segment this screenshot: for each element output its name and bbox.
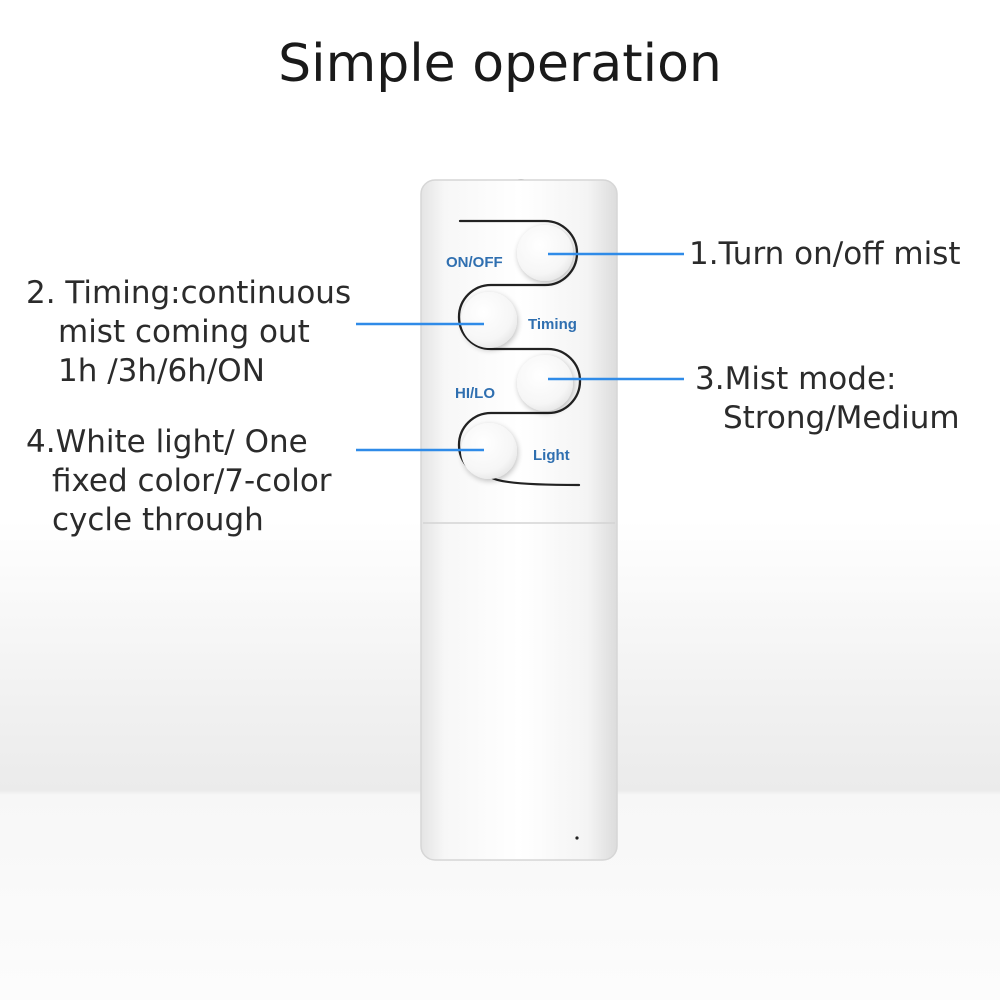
callout-timing: 2. Timing:continuous mist coming out 1h … xyxy=(26,274,351,391)
callout-timing-line: 2. Timing:continuous xyxy=(26,275,352,311)
callout-mist-mode-line: Strong/Medium xyxy=(723,400,960,436)
timing-button[interactable] xyxy=(461,292,517,348)
callout-light-line: 4.White light/ One xyxy=(26,424,308,460)
light-button-label: Light xyxy=(533,447,570,464)
callout-mist-mode: 3.Mist mode: Strong/Medium xyxy=(695,360,960,438)
power-button-label: ON/OFF xyxy=(446,254,503,271)
callout-power-line: 1.Turn on/off mist xyxy=(689,236,961,272)
callout-power: 1.Turn on/off mist xyxy=(689,235,961,274)
remote-body xyxy=(420,179,618,861)
mist-mode-button-label: HI/LO xyxy=(455,385,495,402)
page-title: Simple operation xyxy=(278,34,722,94)
callout-timing-line: mist coming out xyxy=(58,314,310,350)
callout-timing-line: 1h /3h/6h/ON xyxy=(58,353,265,389)
callout-light-line: fixed color/7-color xyxy=(52,463,332,499)
timing-button-label: Timing xyxy=(528,316,577,333)
callout-mist-mode-line: 3.Mist mode: xyxy=(695,361,897,397)
callout-light-line: cycle through xyxy=(52,502,264,538)
callout-light: 4.White light/ One fixed color/7-color c… xyxy=(26,423,332,540)
mist-mode-button[interactable] xyxy=(517,355,573,411)
power-button[interactable] xyxy=(517,225,573,281)
light-button[interactable] xyxy=(461,423,517,479)
